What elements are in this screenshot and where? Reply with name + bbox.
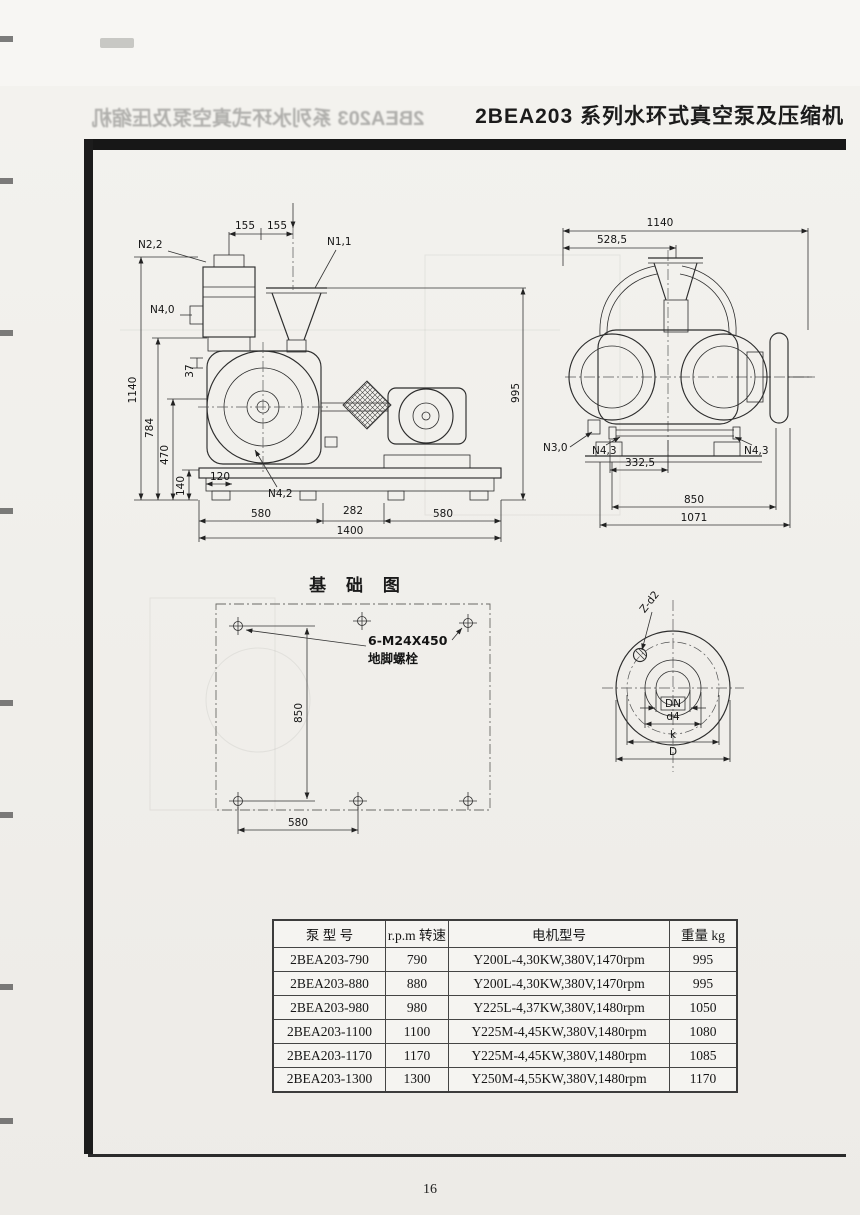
anchor-bolt — [352, 611, 372, 631]
page-top-margin — [0, 0, 860, 86]
dim-155-right: 155 — [267, 220, 287, 232]
bleedthrough-ghosts — [120, 254, 621, 811]
dim-784: 784 — [144, 418, 156, 438]
anchor-bolt — [228, 616, 248, 636]
cell-rpm: 1100 — [384, 1019, 450, 1044]
dim-850-foundation: 850 — [293, 703, 305, 723]
label-n30: N3,0 — [543, 442, 568, 454]
cell-motor: Y200L-4,30KW,380V,1470rpm — [448, 971, 670, 996]
cell-rpm: 980 — [384, 995, 450, 1020]
cell-weight: 1170 — [668, 1067, 738, 1092]
dim-1071: 1071 — [681, 512, 708, 524]
page-title: 2BEA203 系列水环式真空泵及压缩机 — [475, 105, 844, 128]
cell-weight: 1050 — [668, 995, 738, 1020]
page-number: 16 — [423, 1182, 437, 1197]
col-header-model: 泵 型 号 — [272, 919, 386, 948]
col-header-weight: 重量 kg — [668, 919, 738, 948]
cell-model: 2BEA203-980 — [272, 995, 386, 1020]
cell-motor: Y200L-4,30KW,380V,1470rpm — [448, 947, 670, 972]
table-row: 2BEA203-880 880 Y200L-4,30KW,380V,1470rp… — [272, 971, 738, 996]
label-n40: N4,0 — [150, 304, 175, 316]
anchor-bolt-note-line2: 地脚螺栓 — [368, 651, 419, 666]
cell-weight: 1080 — [668, 1019, 738, 1044]
label-n22: N2,2 — [138, 239, 163, 251]
binding-mark — [0, 36, 13, 42]
cell-model: 2BEA203-1300 — [272, 1067, 386, 1092]
cell-model: 2BEA203-880 — [272, 971, 386, 996]
label-n43-left: N4,3 — [592, 445, 617, 457]
scan-smudge — [100, 38, 134, 48]
foundation-title: 基 础 图 — [308, 575, 407, 596]
binding-mark — [0, 812, 13, 818]
dim-120: 120 — [210, 471, 230, 483]
dim-470: 470 — [159, 445, 171, 465]
dim-332-5: 332,5 — [625, 457, 655, 469]
binding-mark — [0, 700, 13, 706]
label-z-d2: Z-d2 — [637, 589, 661, 615]
cell-model: 2BEA203-1100 — [272, 1019, 386, 1044]
flange-detail-drawing: Z-d2 DN d4 k D — [602, 589, 744, 772]
dim-528-5: 528,5 — [597, 234, 627, 246]
dim-580-right: 580 — [433, 508, 453, 520]
front-view-drawing — [189, 203, 502, 501]
dim-580-left: 580 — [251, 508, 271, 520]
cell-weight: 995 — [668, 947, 738, 972]
dim-k: k — [670, 729, 677, 741]
col-header-rpm: r.p.m 转速 — [384, 919, 450, 948]
label-n42: N4,2 — [268, 488, 293, 500]
cell-rpm: 880 — [384, 971, 450, 996]
cell-rpm: 1170 — [384, 1043, 450, 1068]
cell-weight: 995 — [668, 971, 738, 996]
spec-table: 泵 型 号 r.p.m 转速 电机型号 重量 kg 2BEA203-790 79… — [272, 919, 738, 1093]
cell-model: 2BEA203-790 — [272, 947, 386, 972]
spine-rule — [84, 139, 93, 1154]
dim-140: 140 — [175, 476, 187, 496]
binding-mark — [0, 330, 13, 336]
footer-rule — [88, 1154, 846, 1157]
dim-1400: 1400 — [337, 525, 364, 537]
spec-table-header-row: 泵 型 号 r.p.m 转速 电机型号 重量 kg — [272, 919, 738, 948]
cell-motor: Y225M-4,45KW,380V,1480rpm — [448, 1043, 670, 1068]
foundation-drawing: 基 础 图 6-M24X450 地脚螺栓 850 580 — [215, 575, 491, 834]
table-row: 2BEA203-980 980 Y225L-4,37KW,380V,1480rp… — [272, 995, 738, 1020]
col-header-motor: 电机型号 — [448, 919, 670, 948]
cell-motor: Y225M-4,45KW,380V,1480rpm — [448, 1019, 670, 1044]
dim-d4: d4 — [666, 711, 680, 723]
anchor-bolt — [458, 791, 478, 811]
anchor-bolt-note-line1: 6-M24X450 — [368, 633, 448, 648]
cell-motor: Y225L-4,37KW,380V,1480rpm — [448, 995, 670, 1020]
dim-580-foundation: 580 — [288, 817, 308, 829]
cell-rpm: 1300 — [384, 1067, 450, 1092]
cell-motor: Y250M-4,55KW,380V,1480rpm — [448, 1067, 670, 1092]
binding-mark — [0, 508, 13, 514]
dim-155-left: 155 — [235, 220, 255, 232]
side-view-dimensions: 1140 528,5 N3,0 N4,3 N4,3 332,5 850 1071 — [543, 217, 809, 528]
front-view-dimensions: 155 155 N2,2 N1,1 N4,0 N4,2 1140 784 470… — [127, 220, 526, 542]
table-row: 2BEA203-1100 1100 Y225M-4,45KW,380V,1480… — [272, 1019, 738, 1044]
cell-weight: 1085 — [668, 1043, 738, 1068]
dim-dn: DN — [665, 698, 681, 710]
dim-850-side: 850 — [684, 494, 704, 506]
table-row: 2BEA203-1300 1300 Y250M-4,55KW,380V,1480… — [272, 1067, 738, 1092]
dim-1140-front: 1140 — [127, 377, 139, 404]
header-rule — [88, 139, 846, 150]
anchor-bolt — [458, 613, 478, 633]
dim-37: 37 — [184, 364, 196, 377]
dim-d-outer: D — [669, 746, 677, 758]
binding-mark — [0, 984, 13, 990]
cell-model: 2BEA203-1170 — [272, 1043, 386, 1068]
label-n43-right: N4,3 — [744, 445, 769, 457]
label-n11: N1,1 — [327, 236, 352, 248]
binding-mark — [0, 178, 13, 184]
table-row: 2BEA203-1170 1170 Y225M-4,45KW,380V,1480… — [272, 1043, 738, 1068]
dim-282: 282 — [343, 505, 363, 517]
dim-995: 995 — [510, 383, 522, 403]
side-view-drawing — [565, 250, 815, 468]
binding-mark — [0, 1118, 13, 1124]
dim-1140-side: 1140 — [647, 217, 674, 229]
cell-rpm: 790 — [384, 947, 450, 972]
table-row: 2BEA203-790 790 Y200L-4,30KW,380V,1470rp… — [272, 947, 738, 972]
